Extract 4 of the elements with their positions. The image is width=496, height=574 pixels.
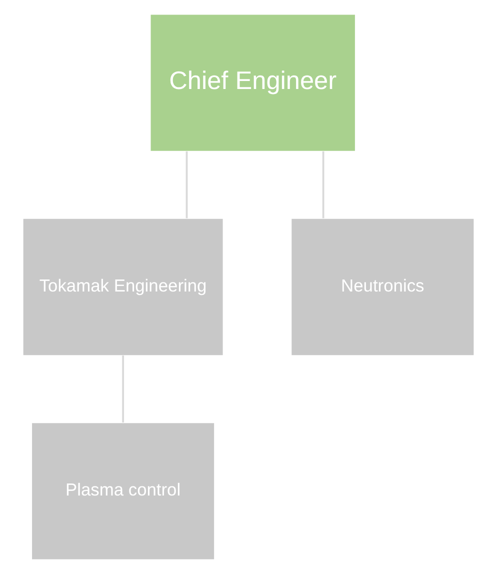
- connector: [122, 356, 124, 422]
- connector: [185, 151, 188, 218]
- node-box: Chief Engineer: [150, 14, 354, 151]
- connector: [322, 151, 324, 218]
